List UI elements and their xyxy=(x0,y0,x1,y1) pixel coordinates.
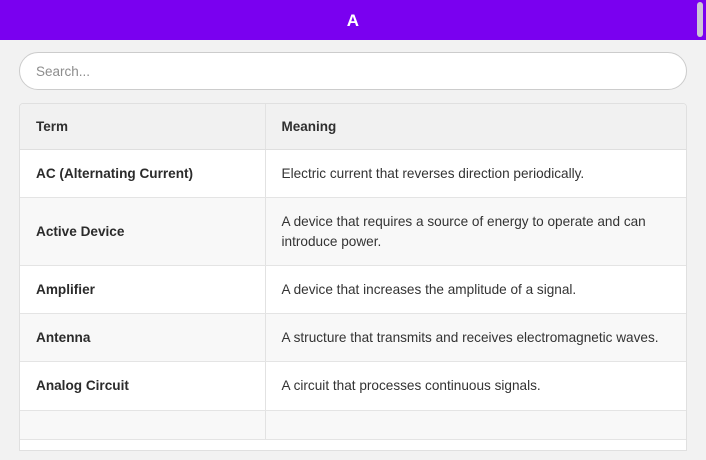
column-header-meaning[interactable]: Meaning xyxy=(265,104,686,150)
cell-meaning: Electric current that reverses direction… xyxy=(265,149,686,199)
cell-term: Antenna xyxy=(20,313,266,363)
page-title: A xyxy=(346,10,360,30)
glossary-table: Term Meaning AC (Alternating Current) El… xyxy=(20,104,686,440)
search-container xyxy=(0,40,706,90)
table-row[interactable]: AC (Alternating Current) Electric curren… xyxy=(20,149,686,199)
cell-term: Amplifier xyxy=(20,265,266,315)
table-header-row: Term Meaning xyxy=(20,104,686,150)
search-input[interactable] xyxy=(19,52,687,90)
glossary-table-container: Term Meaning AC (Alternating Current) El… xyxy=(19,103,687,451)
cell-term xyxy=(20,410,266,440)
table-row[interactable]: Analog Circuit A circuit that processes … xyxy=(20,361,686,411)
app-header: A xyxy=(0,0,706,40)
cell-meaning: A device that requires a source of energ… xyxy=(265,197,686,266)
table-row[interactable]: Amplifier A device that increases the am… xyxy=(20,265,686,315)
cell-term: AC (Alternating Current) xyxy=(20,149,266,199)
vertical-scrollbar[interactable] xyxy=(694,0,706,460)
scrollbar-thumb[interactable] xyxy=(697,2,703,37)
cell-meaning: A circuit that processes continuous sign… xyxy=(265,361,686,411)
table-row[interactable]: Antenna A structure that transmits and r… xyxy=(20,313,686,363)
table-head: Term Meaning xyxy=(20,104,686,150)
cell-meaning: A structure that transmits and receives … xyxy=(265,313,686,363)
cell-meaning: A device that increases the amplitude of… xyxy=(265,265,686,315)
cell-term: Active Device xyxy=(20,197,266,266)
table-body: AC (Alternating Current) Electric curren… xyxy=(20,149,686,440)
cell-term: Analog Circuit xyxy=(20,361,266,411)
cell-meaning xyxy=(265,410,686,440)
table-row[interactable]: Active Device A device that requires a s… xyxy=(20,197,686,266)
column-header-term[interactable]: Term xyxy=(20,104,266,150)
table-row[interactable] xyxy=(20,410,686,440)
